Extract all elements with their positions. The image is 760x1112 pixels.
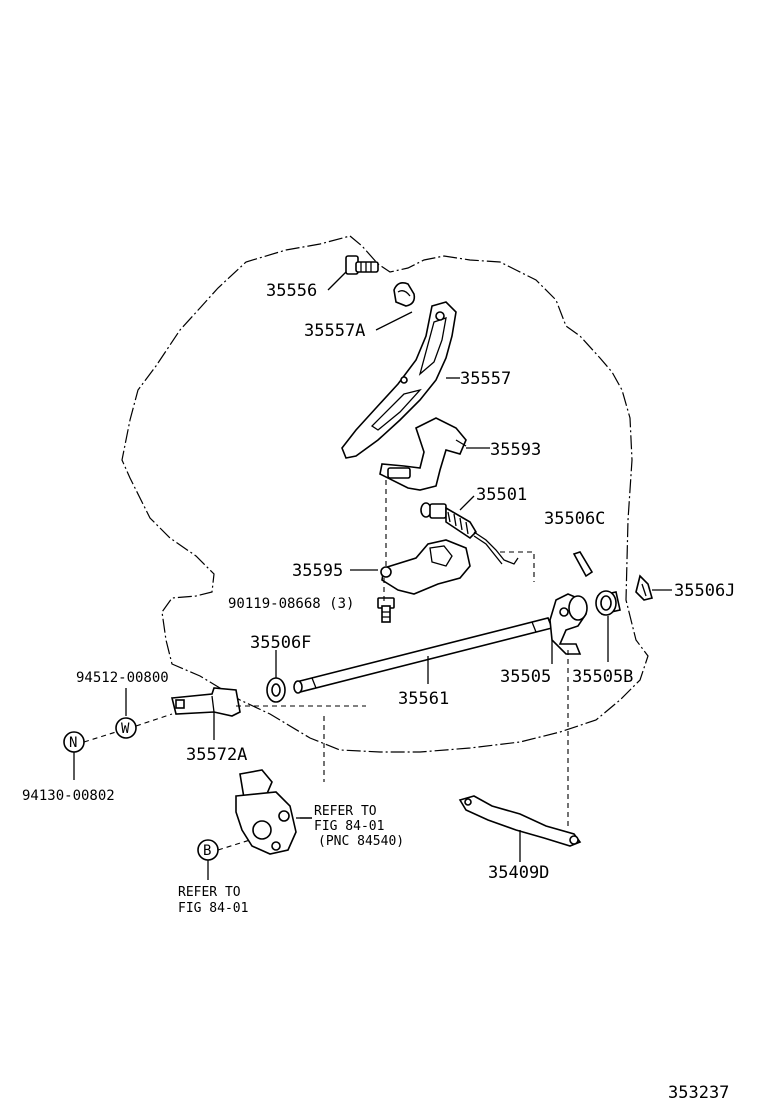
label-35557A: 35557A: [304, 321, 365, 341]
label-35506J: 35506J: [674, 581, 735, 601]
ref-bottom-line2: FIG 84-01: [178, 901, 248, 916]
label-35506C: 35506C: [544, 509, 605, 529]
label-90119: 90119-08668 (3): [228, 596, 354, 612]
label-35572A: 35572A: [186, 745, 247, 765]
ref-right-line3: (PNC 84540): [318, 834, 404, 849]
transmission-case-outline: [121, 235, 649, 753]
lever-35505-icon: [549, 593, 588, 655]
label-35409D: 35409D: [488, 863, 549, 883]
label-35595: 35595: [292, 561, 343, 581]
clip-35506J-icon: [635, 574, 653, 601]
bushing-35505B-icon: [595, 590, 621, 616]
bracket-35557-icon: [341, 301, 457, 459]
label-35593: 35593: [490, 440, 541, 460]
clip-35557A-icon: [393, 282, 416, 307]
symbol-b: B: [203, 843, 211, 859]
seal-35506F-icon: [266, 677, 286, 703]
label-35557: 35557: [460, 369, 511, 389]
symbol-n: N: [69, 735, 77, 751]
label-35506F: 35506F: [250, 633, 311, 653]
bolt-35556-icon: [345, 255, 379, 275]
label-94512: 94512-00800: [76, 670, 169, 686]
label-35561: 35561: [398, 689, 449, 709]
bracket-35593-icon: [379, 417, 467, 491]
label-35505: 35505: [500, 667, 551, 687]
bracket-35595-icon: [380, 539, 471, 595]
ref-right-line1: REFER TO: [314, 804, 377, 819]
ref-right-line2: FIG 84-01: [314, 819, 384, 834]
label-94130: 94130-00802: [22, 788, 115, 804]
pin-35506C-icon: [572, 551, 594, 578]
bracket-35572A-icon: [170, 687, 241, 717]
figure-id: 353237: [668, 1083, 729, 1103]
washer-w-symbol: [115, 717, 137, 739]
bolt-90119-icon: [377, 597, 395, 623]
link-35409D-icon: [458, 795, 582, 847]
label-35501: 35501: [476, 485, 527, 505]
label-35505B: 35505B: [572, 667, 633, 687]
neutral-start-switch-icon: [235, 769, 312, 855]
label-35556: 35556: [266, 281, 317, 301]
symbol-w: W: [121, 721, 130, 737]
ref-bottom-line1: REFER TO: [178, 885, 241, 900]
cable-35501-icon: [420, 502, 519, 565]
